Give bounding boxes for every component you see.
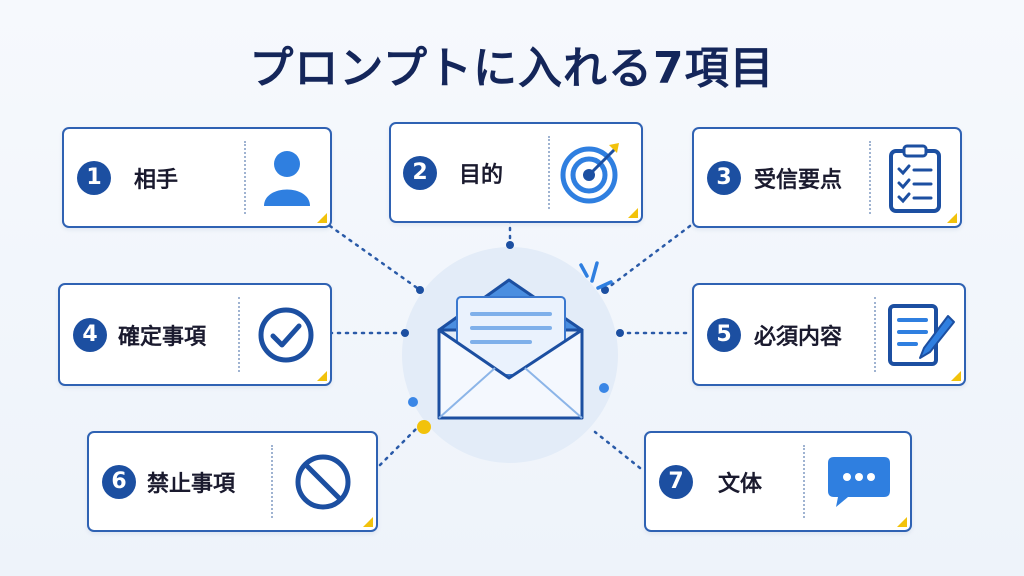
prohibited-icon <box>295 454 351 509</box>
item-number-badge: 3 <box>707 160 741 195</box>
item-label: 文体 <box>718 471 763 497</box>
item-card-7: 7 文体 <box>644 431 912 532</box>
corner-accent <box>947 213 957 223</box>
check-circle-icon <box>258 307 314 362</box>
item-card-1: 1 相手 <box>62 127 332 228</box>
document-pen-icon <box>888 303 955 366</box>
item-number-badge: 2 <box>403 155 437 190</box>
item-label: 禁止事項 <box>147 471 236 497</box>
divider <box>244 141 246 214</box>
item-label: 受信要点 <box>754 167 843 193</box>
divider <box>271 445 273 518</box>
item-number-badge: 5 <box>707 317 741 352</box>
item-number-badge: 1 <box>77 160 111 195</box>
item-card-5: 5 必須内容 <box>692 283 966 386</box>
divider <box>874 297 876 372</box>
item-number-badge: 4 <box>73 317 107 352</box>
item-label: 確定事項 <box>118 324 207 350</box>
item-label: 相手 <box>134 167 179 193</box>
item-number-badge: 7 <box>659 464 693 499</box>
person-icon <box>264 150 310 206</box>
item-label: 目的 <box>459 162 504 188</box>
envelope-letter-icon <box>437 278 584 420</box>
item-card-6: 6 禁止事項 <box>87 431 378 532</box>
item-card-3: 3 受信要点 <box>692 127 962 228</box>
divider <box>869 141 871 214</box>
divider <box>548 136 550 209</box>
corner-accent <box>951 371 961 381</box>
corner-accent <box>897 517 907 527</box>
corner-accent <box>628 208 638 218</box>
divider <box>238 297 240 372</box>
corner-accent <box>317 371 327 381</box>
item-card-2: 2 目的 <box>389 122 643 223</box>
corner-accent <box>363 517 373 527</box>
page-title: プロンプトに入れる7項目 <box>249 43 775 94</box>
divider <box>803 445 805 518</box>
clipboard-checklist-icon <box>889 144 941 213</box>
corner-accent <box>317 213 327 223</box>
item-label: 必須内容 <box>754 324 843 350</box>
item-card-4: 4 確定事項 <box>58 283 332 386</box>
item-number-badge: 6 <box>102 464 136 499</box>
speech-bubble-icon <box>828 456 890 507</box>
target-icon <box>560 142 619 203</box>
